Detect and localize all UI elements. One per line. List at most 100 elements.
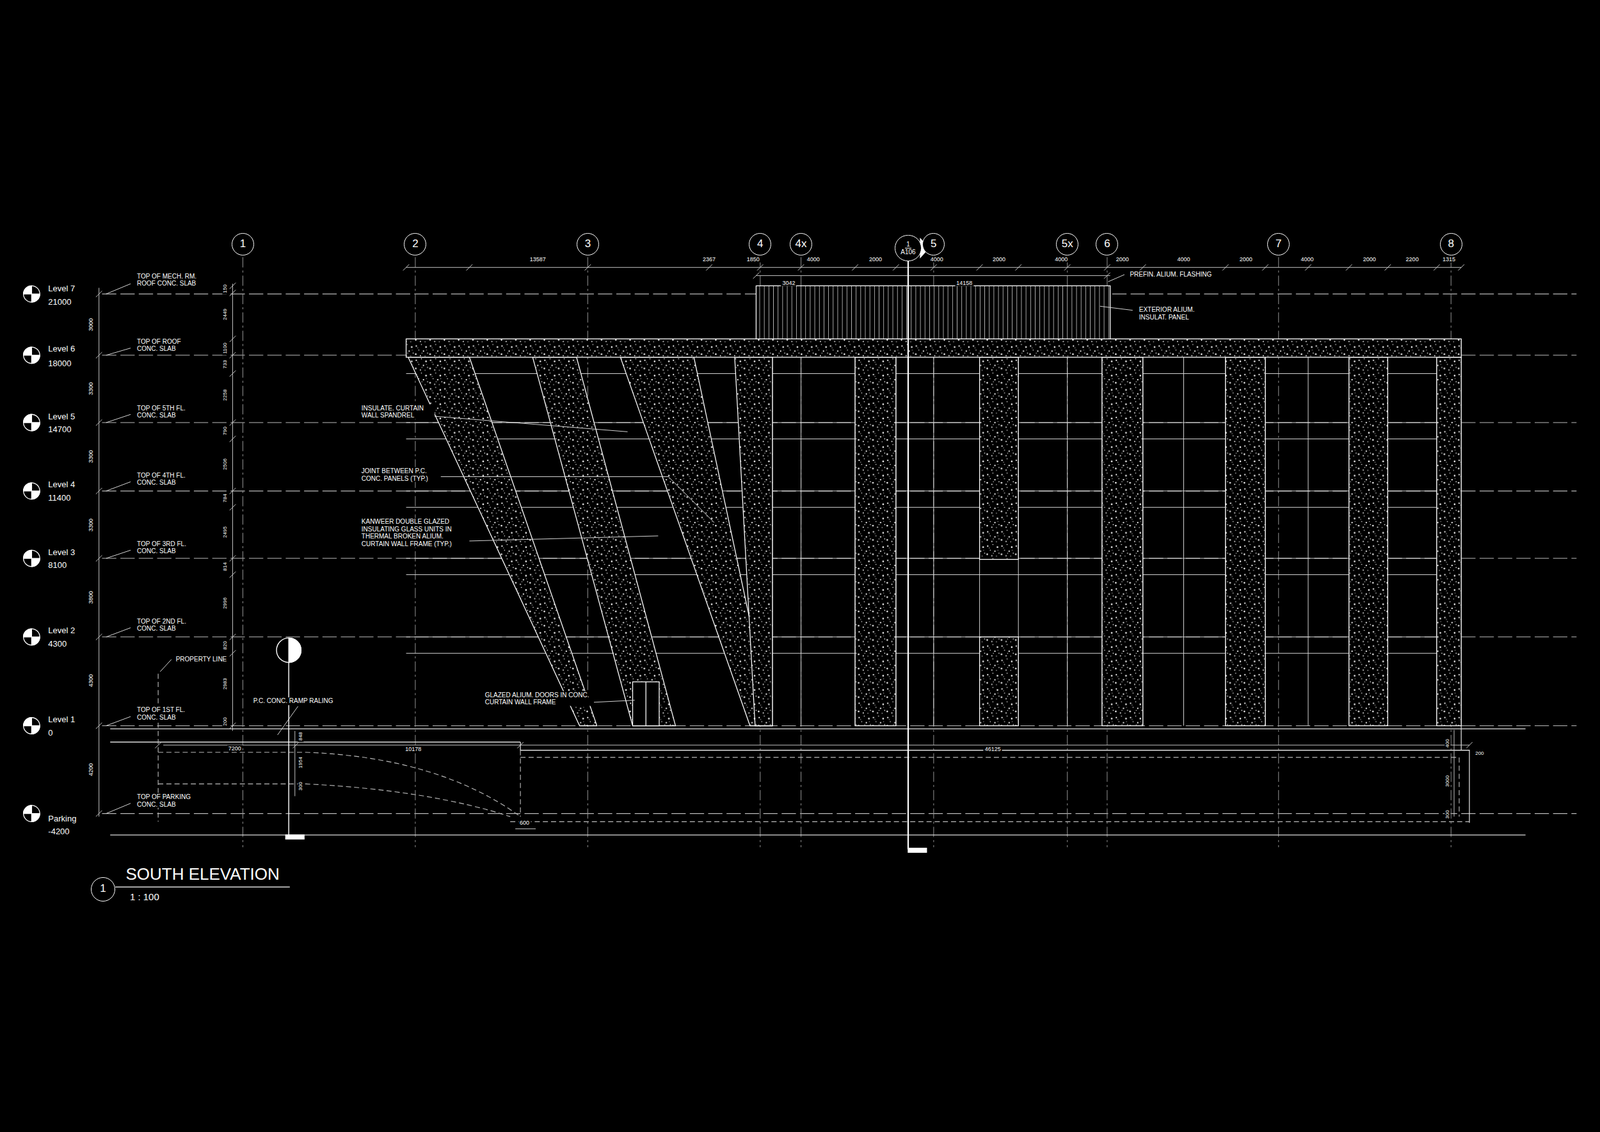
level-tag: -4200	[46, 826, 71, 837]
dimension: 2000	[1114, 256, 1131, 263]
dimension: 10178	[403, 745, 423, 752]
dimension: 4300	[87, 672, 95, 688]
dimension-line	[755, 275, 1110, 276]
dimension: 3300	[87, 448, 95, 464]
door	[632, 681, 660, 726]
callout-note: P.C. CONC. RAMP RALING	[252, 697, 335, 706]
level-marker	[23, 805, 41, 822]
dimension: 2000	[1361, 256, 1378, 263]
precast-panel	[1349, 357, 1389, 726]
grid-bubble: 4x	[789, 232, 813, 256]
grid-bubble: 4	[748, 232, 772, 256]
dimension: 7200	[227, 744, 243, 752]
dimension: 400	[1445, 737, 1451, 749]
dimension: 3800	[87, 589, 95, 605]
grid-line	[242, 257, 244, 847]
dimension-line	[1454, 729, 1455, 817]
callout-note: PREFIN. ALIUM. FLASHING	[1128, 270, 1213, 279]
drawing-number-bubble: 1	[90, 876, 116, 902]
curtain-wall-mullion	[1308, 357, 1309, 726]
level-tag: 11400	[46, 493, 72, 504]
grid-label: 6	[1102, 238, 1112, 251]
grid-bubble: 6	[1095, 232, 1119, 256]
title-underline	[115, 886, 290, 888]
grid-label: A106	[899, 248, 917, 256]
grid-bubble: 8	[1440, 232, 1463, 256]
dimension-line	[96, 264, 1473, 829]
basement-hidden-line	[158, 752, 521, 816]
door	[632, 681, 660, 726]
dimension-line	[753, 272, 1111, 280]
callout-note: EXTERIOR ALIUM. INSULAT. PANEL	[1137, 305, 1205, 321]
grid-label: 3	[583, 238, 592, 251]
grid-label: 4	[755, 238, 765, 251]
dimension: 1850	[745, 256, 761, 263]
dimension: 2983	[222, 676, 229, 691]
level-note: TOP OF 3RD FL. CONC. SLAB	[135, 539, 200, 555]
dimension: 2200	[1404, 256, 1421, 263]
leader-line	[469, 535, 658, 541]
leader-line	[106, 274, 1133, 814]
dimension: 3300	[87, 380, 95, 397]
dimension: 4000	[805, 256, 822, 263]
leader-line	[106, 283, 131, 294]
section-marker	[908, 848, 927, 852]
precast-panel	[1436, 357, 1462, 726]
leader-line	[106, 549, 131, 559]
ground-line	[110, 725, 1526, 835]
dimension: 4000	[1175, 256, 1192, 263]
ground-line	[1461, 725, 1462, 750]
grid-label: 7	[1274, 238, 1283, 251]
level-tag: Level 2	[46, 625, 77, 636]
level-tag: Level 4	[46, 480, 77, 490]
dimension: 150	[222, 283, 229, 295]
grid-bubble: 7	[1267, 232, 1290, 256]
dimension: 4000	[1299, 256, 1315, 263]
level-note: TOP OF 4TH FL. CONC. SLAB	[135, 471, 200, 486]
callout-note: INSULATE. CURTAIN WALL SPANDREL	[360, 403, 435, 419]
level-marker	[23, 482, 41, 500]
dimension: 848	[298, 730, 304, 742]
level-tag: 21000	[46, 296, 73, 307]
leader-line	[1108, 274, 1126, 282]
level-marker	[23, 628, 41, 646]
callout-note: KANWEER DOUBLE GLAZED INSULATING GLASS U…	[360, 517, 470, 548]
level-tag: Level 6	[46, 344, 77, 354]
dimension: 790	[222, 424, 229, 436]
precast-panel	[979, 636, 1019, 726]
curtain-wall-mullion	[1183, 357, 1184, 726]
level-marker	[23, 285, 41, 303]
level-note: TOP OF MECH. RM. ROOF CONC. SLAB	[135, 272, 200, 287]
dimension: 1100	[222, 341, 229, 355]
dimension: 820	[222, 639, 229, 651]
precast-panel	[406, 338, 1462, 726]
dimension: 2367	[701, 256, 717, 263]
basement-hidden-line	[510, 821, 1470, 822]
leader-line	[160, 659, 172, 672]
title-underline	[115, 886, 290, 888]
level-tag: 14700	[46, 424, 73, 435]
level-tag: 4300	[46, 639, 68, 649]
dimension: 4000	[1053, 256, 1069, 263]
level-tag: Parking	[46, 813, 78, 824]
grid-bubble: 1	[231, 232, 255, 256]
dimension: 2449	[222, 307, 229, 322]
dimension: 14158	[954, 279, 974, 286]
dimension: 200	[222, 716, 229, 728]
ground-line	[110, 728, 1526, 729]
grid-label: 5	[929, 238, 938, 251]
dimension-line	[163, 744, 1470, 745]
grid-label: 2	[410, 238, 420, 251]
ground-line	[110, 741, 521, 742]
leader-line	[593, 700, 635, 703]
level-note: TOP OF 5TH FL. CONC. SLAB	[135, 403, 200, 419]
dimension: 3042	[780, 279, 797, 286]
grid-label: 4x	[794, 238, 809, 251]
precast-panel	[734, 357, 773, 726]
grid-label: 5x	[1060, 238, 1075, 251]
ground-line	[520, 741, 1470, 823]
callout-note: JOINT BETWEEN P.C. CONC. PANELS (TYP.)	[360, 467, 435, 482]
dimension: 814	[222, 560, 229, 572]
level-tag: 8100	[46, 560, 68, 571]
